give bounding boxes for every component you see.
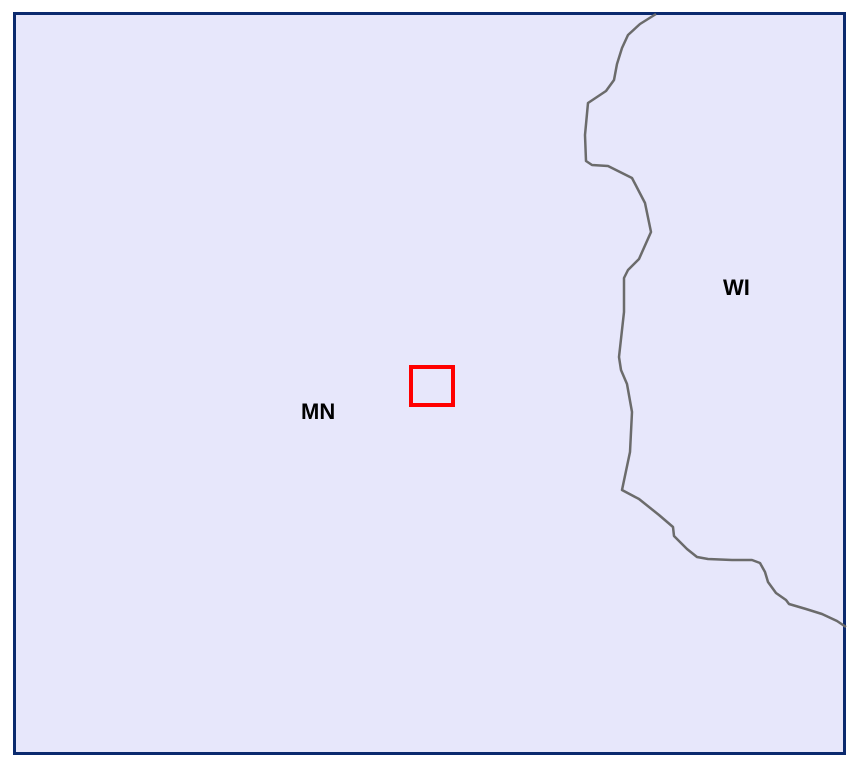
highlight-location-box[interactable] [409, 365, 455, 407]
map-frame [13, 12, 846, 755]
state-label-mn: MN [301, 399, 335, 424]
state-boundary-line [583, 12, 847, 629]
state-label-wi: WI [723, 275, 750, 300]
